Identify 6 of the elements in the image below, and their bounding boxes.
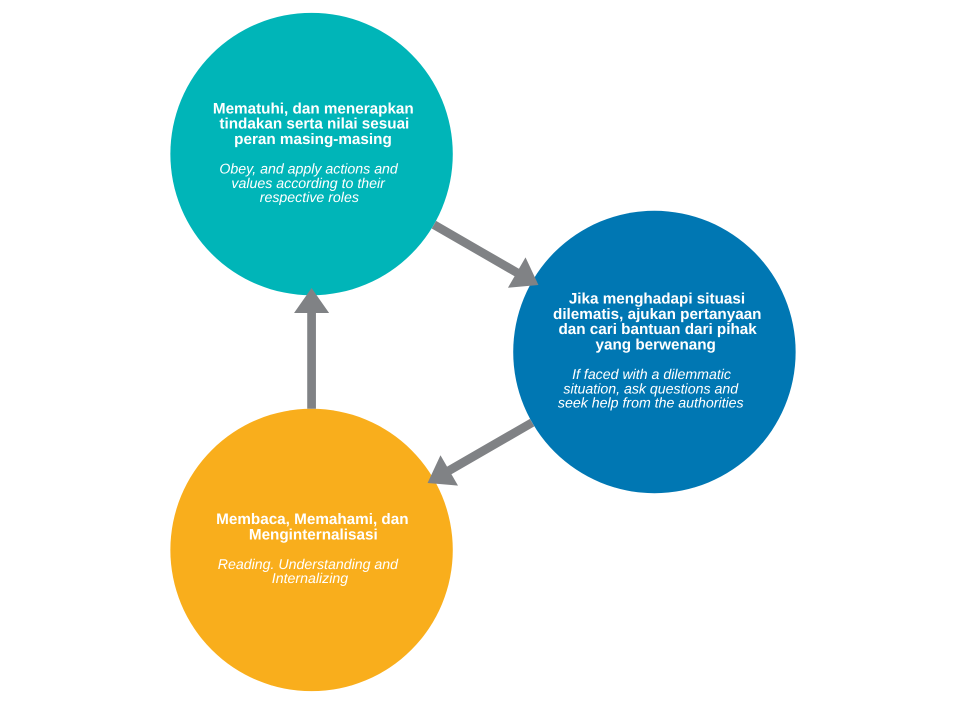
- node-circle: Mematuhi, dan menerapkan tindakan serta nilai sesuai peran masing-masing Obey, and apply actions and values according to their respective roles: [170, 12, 453, 296]
- arrow: [428, 418, 534, 486]
- node-circle: Membaca, Memahami, dan Menginternalisasi Reading. Understanding and Internalizing: [170, 408, 453, 692]
- arrow: [432, 220, 538, 288]
- arrow: [294, 288, 330, 409]
- node-circle: Jika menghadapi situasi dilematis, ajukan pertanyaan dan cari bantuan dari pihak yang berwenang If faced with a dilemmatic situation, ask questions and seek help from the authorities: [513, 210, 796, 494]
